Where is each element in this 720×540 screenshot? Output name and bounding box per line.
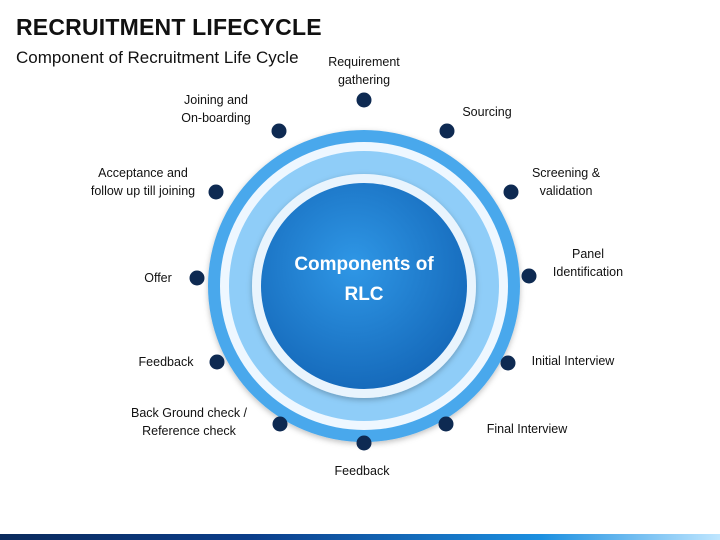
node-label-line: Screening & <box>532 166 601 180</box>
node-label-line: On-boarding <box>181 111 251 125</box>
cycle-node-acceptance-followup: Acceptance and follow up till joining <box>91 166 224 200</box>
page-title: RECRUITMENT LIFECYCLE <box>16 14 322 40</box>
node-dot <box>209 354 225 370</box>
node-label-line: Back Ground check / <box>131 406 248 420</box>
node-dot <box>356 92 372 108</box>
node-label-line: Offer <box>144 271 172 285</box>
node-dot <box>521 268 537 284</box>
node-dot <box>439 123 455 139</box>
node-dot <box>503 184 519 200</box>
node-label-line: gathering <box>338 73 390 87</box>
node-label-line: validation <box>540 184 593 198</box>
node-label-line: Requirement <box>328 55 400 69</box>
node-dot <box>438 416 454 432</box>
node-label-line: Feedback <box>139 355 195 369</box>
center-circle <box>261 183 467 389</box>
node-label-line: Feedback <box>335 464 391 478</box>
node-dot <box>189 270 205 286</box>
cycle-node-final-interview: Final Interview <box>438 416 569 436</box>
bottom-accent-bar <box>0 534 720 540</box>
node-dot <box>272 416 288 432</box>
node-dot <box>500 355 516 371</box>
node-label-line: Acceptance and <box>98 166 188 180</box>
node-dot <box>271 123 287 139</box>
node-dot <box>208 184 224 200</box>
cycle-node-background-check: Back Ground check / Reference check <box>131 406 288 438</box>
center-label-line2: RLC <box>344 284 383 305</box>
node-label-line: Final Interview <box>487 422 569 436</box>
node-label-line: follow up till joining <box>91 184 195 198</box>
node-label-line: Panel <box>572 247 604 261</box>
cycle-node-initial-interview: Initial Interview <box>500 354 616 371</box>
center-label-line1: Components of <box>294 254 434 275</box>
node-label-line: Initial Interview <box>532 354 616 368</box>
cycle-node-offer: Offer <box>144 270 205 286</box>
node-label-line: Sourcing <box>462 105 511 119</box>
cycle-node-screening-validation: Screening & validation <box>503 166 601 200</box>
page-subtitle: Component of Recruitment Life Cycle <box>16 48 299 67</box>
node-dot <box>356 435 372 451</box>
node-label-line: Joining and <box>184 93 248 107</box>
cycle-node-requirement-gathering: Requirement gathering <box>328 55 400 108</box>
cycle-node-sourcing: Sourcing <box>439 105 512 139</box>
cycle-node-feedback-bottom: Feedback <box>335 435 391 478</box>
cycle-node-feedback-left: Feedback <box>139 354 225 370</box>
node-label-line: Identification <box>553 265 623 279</box>
node-label-line: Reference check <box>142 424 237 438</box>
